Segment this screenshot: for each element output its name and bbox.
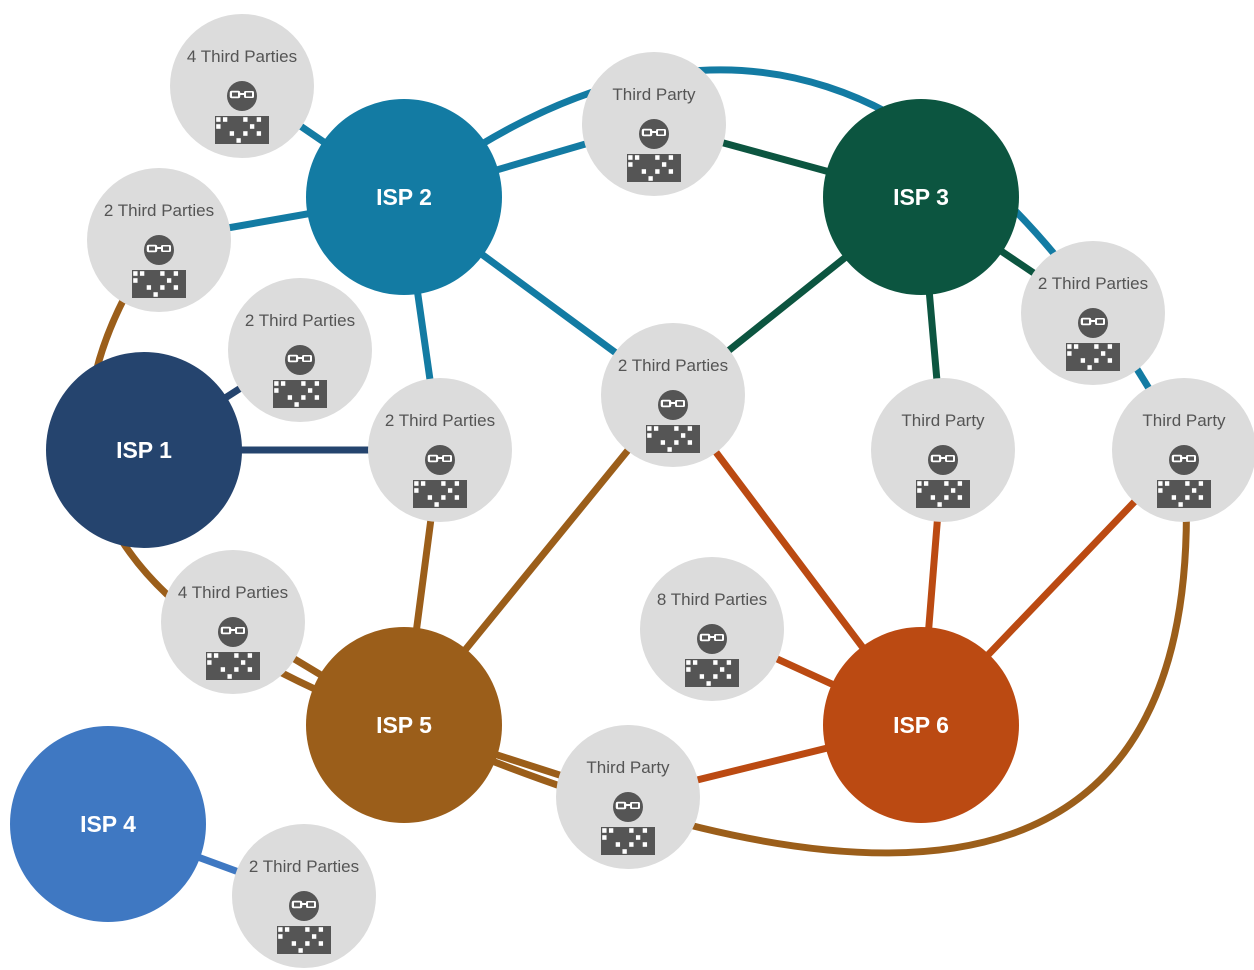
third-party-node-tp_c: Third Party — [582, 52, 726, 196]
isp-circle — [10, 726, 206, 922]
third-party-label: 8 Third Parties — [657, 590, 767, 609]
third-party-label: Third Party — [586, 758, 670, 777]
spy-icon — [916, 445, 970, 508]
third-party-label: 4 Third Parties — [178, 583, 288, 602]
third-party-node-tp_l: Third Party — [556, 725, 700, 869]
spy-icon — [277, 891, 331, 954]
spy-icon — [685, 624, 739, 687]
third-party-label: Third Party — [901, 411, 985, 430]
third-party-node-tp_g: 2 Third Parties — [1021, 241, 1165, 385]
third-party-node-tp_a: 4 Third Parties — [170, 14, 314, 158]
isp-circle — [46, 352, 242, 548]
third-party-node-tp_f: 2 Third Parties — [601, 323, 745, 467]
spy-icon — [1157, 445, 1211, 508]
isp-circle — [823, 99, 1019, 295]
isp-node-isp1: ISP 1 — [46, 352, 242, 548]
spy-icon — [646, 390, 700, 453]
isp-label: ISP 2 — [376, 184, 432, 210]
spy-icon — [601, 792, 655, 855]
spy-icon — [215, 81, 269, 144]
isp-label: ISP 6 — [893, 712, 949, 738]
isp-label: ISP 1 — [116, 437, 172, 463]
spy-icon — [1066, 308, 1120, 371]
third-party-label: 4 Third Parties — [187, 47, 297, 66]
spy-icon — [206, 617, 260, 680]
spy-icon — [273, 345, 327, 408]
isp-label: ISP 3 — [893, 184, 949, 210]
isp-node-isp2: ISP 2 — [306, 99, 502, 295]
third-party-node-tp_h: Third Party — [871, 378, 1015, 522]
third-party-node-tp_i: Third Party — [1112, 378, 1254, 522]
third-party-label: Third Party — [1142, 411, 1226, 430]
third-party-label: 2 Third Parties — [385, 411, 495, 430]
isp-node-isp3: ISP 3 — [823, 99, 1019, 295]
third-party-node-tp_k: 8 Third Parties — [640, 557, 784, 701]
isp-node-isp4: ISP 4 — [10, 726, 206, 922]
third-party-label: 2 Third Parties — [245, 311, 355, 330]
link-isp5-tp_i — [400, 446, 1190, 857]
isp-node-isp6: ISP 6 — [823, 627, 1019, 823]
spy-icon — [627, 119, 681, 182]
isp-label: ISP 4 — [80, 811, 136, 837]
third-party-label: 2 Third Parties — [249, 857, 359, 876]
third-party-label: 2 Third Parties — [618, 356, 728, 375]
isp-nodes: ISP 1 ISP 2 ISP 3 ISP 4 ISP 5 ISP 6 — [10, 99, 1019, 922]
third-party-label: Third Party — [612, 85, 696, 104]
isp-node-isp5: ISP 5 — [306, 627, 502, 823]
spy-icon — [413, 445, 467, 508]
isp-circle — [306, 99, 502, 295]
isp-circle — [306, 627, 502, 823]
third-party-node-tp_b: 2 Third Parties — [87, 168, 231, 312]
third-party-node-tp_j: 4 Third Parties — [161, 550, 305, 694]
isp-label: ISP 5 — [376, 712, 432, 738]
isp-circle — [823, 627, 1019, 823]
third-party-node-tp_e: 2 Third Parties — [368, 378, 512, 522]
spy-icon — [132, 235, 186, 298]
third-party-label: 2 Third Parties — [104, 201, 214, 220]
third-party-label: 2 Third Parties — [1038, 274, 1148, 293]
third-party-node-tp_m: 2 Third Parties — [232, 824, 376, 968]
third-party-node-tp_d: 2 Third Parties — [228, 278, 372, 422]
